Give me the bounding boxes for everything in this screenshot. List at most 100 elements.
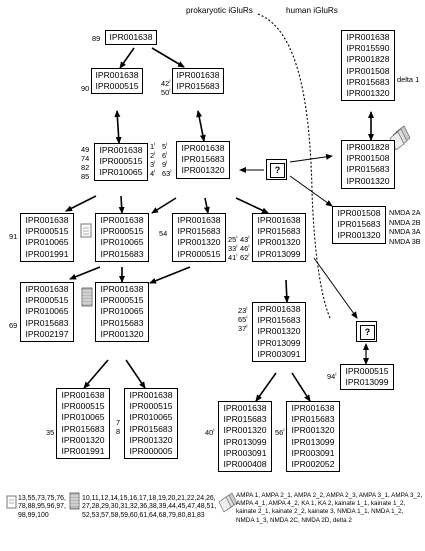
legend-col1: 13,55,73,75,76,78,88,95,96,97,98,99,100 (18, 495, 66, 520)
edge-n2b-n3c (203, 197, 210, 214)
ipr-entry: IPR001320 (129, 434, 173, 445)
ipr-entry: IPR000515 (99, 156, 143, 167)
label-superscript: I (169, 79, 171, 85)
ipr-entry: IPR015683 (257, 315, 301, 326)
document-stack-icon (81, 287, 93, 307)
ipr-entry: IPR015590 (346, 43, 390, 54)
ipr-entry: IPR015683 (346, 164, 390, 175)
unknown-node-1: ? (266, 159, 287, 180)
label-superscript: I (154, 151, 156, 157)
legend-line: 78,88,95,96,97, (18, 503, 66, 511)
legend-line: AMPA 1, AMPA 2_1, AMPA 2_2, AMPA 2_3, AM… (236, 492, 423, 499)
label-value: 3I (150, 160, 156, 169)
ipr-entry: IPR001638 (129, 390, 173, 400)
ipr-entry: IPR001508 (346, 65, 390, 76)
question-icon: ? (360, 325, 375, 340)
label-h4: 94I (327, 372, 337, 381)
label-value: 42I (161, 79, 171, 88)
ipr-entry: IPR000515 (95, 81, 139, 92)
label-n5c: 40I (205, 428, 215, 437)
label-superscript: I (248, 253, 250, 259)
ipr-entry: IPR000515 (129, 401, 173, 412)
legend-col2: 10,11,12,14,15,16,17,18,19,20,21,22,24,2… (82, 495, 216, 520)
label-value: 33I (228, 244, 238, 253)
label-superscript: I (166, 160, 168, 166)
legend-fanned-pages-icon (218, 492, 238, 513)
label-value: 49 (81, 145, 90, 154)
label-value: 9I (162, 160, 168, 169)
label-superscript: I (236, 253, 238, 259)
ipr-entry: IPR001638 (223, 403, 267, 413)
ipr-entry: IPR000515 (25, 295, 69, 306)
ipr-entry: IPR010065 (100, 237, 144, 248)
label-value: 1I (150, 142, 156, 151)
label-superscript: I (169, 88, 171, 94)
legend-line: 52,53,57,58,59,60,61,64,68,79,80,81,83 (82, 511, 205, 519)
ipr-entry: IPR001638 (257, 304, 301, 314)
ipr-entry: IPR001638 (291, 403, 335, 413)
divider-dashed-curve (257, 13, 331, 319)
label-value: 7 (116, 418, 121, 427)
label-value: 4I (150, 169, 156, 178)
label-n5a: 35 (46, 428, 55, 437)
label-superscript: I (283, 428, 285, 434)
ipr-entry: IPR001320 (346, 175, 390, 186)
ipr-entry: IPR000515 (100, 226, 144, 237)
label-value: 82 (81, 163, 90, 172)
label-value: 37I (238, 324, 248, 333)
edge-n0-n1b (151, 47, 185, 68)
edge-n3d-n4c (283, 279, 290, 303)
ipr-entry: IPR001638 (176, 70, 220, 80)
edge-n0-n1a (119, 47, 135, 69)
label-value: 50I (161, 88, 171, 97)
ipr-entry: IPR001320 (337, 230, 381, 241)
label-delta: delta 1 (397, 75, 420, 84)
ipr-entry: IPR001828 (346, 142, 390, 152)
label-value: NMDA 2B (389, 217, 421, 227)
document-icon (80, 223, 92, 238)
ipr-entry: IPR015683 (100, 248, 144, 259)
ipr-entry: IPR000515 (177, 248, 221, 259)
ipr-entry: IPR002052 (291, 459, 335, 470)
label-value: 25I (228, 235, 238, 244)
ipr-entry: IPR013099 (223, 436, 267, 447)
label-superscript: I (166, 142, 168, 148)
ipr-entry: IPR001320 (61, 434, 105, 445)
label-superscript: I (246, 324, 248, 330)
label-superscript: I (248, 244, 250, 250)
label-value: 6I (162, 151, 168, 160)
edge-n4b-n5b (125, 359, 146, 389)
ipr-entry: IPR000515 (61, 401, 105, 412)
label-value: 8 (116, 427, 121, 436)
ipr-entry: IPR001320 (181, 165, 225, 176)
ipr-entry: IPR001638 (25, 284, 69, 294)
ipr-entry: IPR013099 (257, 337, 301, 348)
edge-n4c-n5d (291, 372, 311, 402)
ipr-entry: IPR015683 (257, 226, 301, 237)
ipr-entry: IPR001320 (223, 425, 267, 436)
label-n0: 89 (92, 34, 101, 43)
label-superscript: I (236, 235, 238, 241)
legend-line: 13,55,73,75,76, (18, 495, 66, 502)
label-value: 43I (240, 235, 250, 244)
ipr-entry: IPR001638 (109, 32, 153, 42)
legend-document-icon (6, 495, 17, 509)
label-value: 74 (81, 154, 90, 163)
ipr-entry: IPR013099 (291, 436, 335, 447)
ipr-entry: IPR015683 (129, 423, 173, 434)
